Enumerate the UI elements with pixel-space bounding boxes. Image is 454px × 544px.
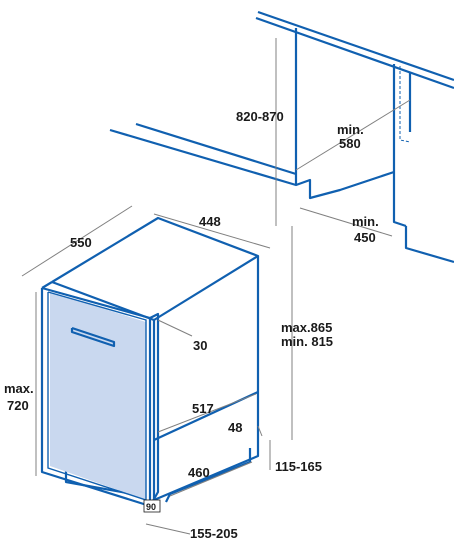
angle-box <box>143 499 161 513</box>
door-thickness-line <box>157 319 193 337</box>
niche-plinth <box>404 226 454 264</box>
door-thickness-label: 30 <box>193 338 207 353</box>
installation-niche <box>109 10 454 264</box>
door-height-label-line1: max. <box>4 381 34 396</box>
door-panel-fill <box>50 292 146 500</box>
width-dimension-line <box>153 213 271 249</box>
plinth-offset-label: 48 <box>228 420 242 435</box>
dishwasher-door <box>40 281 160 508</box>
dishwasher-dimension-lines <box>21 205 293 535</box>
niche-floor-front <box>109 128 395 200</box>
niche-floor-back <box>135 122 297 176</box>
niche-depth-label-line1: min. <box>337 122 364 137</box>
niche-hidden-edge <box>399 66 411 143</box>
width-label: 448 <box>199 214 221 229</box>
angle-label: 90 <box>146 502 156 512</box>
dishwasher-plinth <box>165 448 252 503</box>
depth-label: 550 <box>70 235 92 250</box>
inner-dim-line <box>157 393 257 433</box>
plinth-range-label: 115-165 <box>275 459 322 474</box>
door-height-label-value: 720 <box>7 398 29 413</box>
door-handle <box>70 326 116 348</box>
plinth-offset-line <box>257 425 263 437</box>
depth-dimension-line <box>21 205 133 277</box>
door-top-corner <box>41 281 53 289</box>
lower-depth-line <box>169 461 253 497</box>
worktop-top-edge <box>257 10 454 82</box>
niche-width-line <box>299 207 393 237</box>
worktop-bottom-edge <box>255 16 454 90</box>
total-height-label-line1: max.865 <box>281 320 332 335</box>
plinth-depth-label: 155-205 <box>190 526 238 541</box>
niche-height-label: 820-870 <box>236 109 284 124</box>
total-height-label-line2: min. 815 <box>281 334 333 349</box>
door-side-edge <box>149 312 160 507</box>
niche-side-panel <box>392 64 407 228</box>
lower-depth-label: 460 <box>188 465 210 480</box>
plinth-depth-line <box>145 523 191 535</box>
niche-width-label-line1: min. <box>352 214 379 229</box>
niche-width-label-value: 450 <box>354 230 376 245</box>
inner-dim-label: 517 <box>192 401 214 416</box>
niche-depth-label-value: 580 <box>339 136 361 151</box>
niche-depth-line <box>295 99 411 171</box>
dishwasher-side-face <box>152 256 260 502</box>
